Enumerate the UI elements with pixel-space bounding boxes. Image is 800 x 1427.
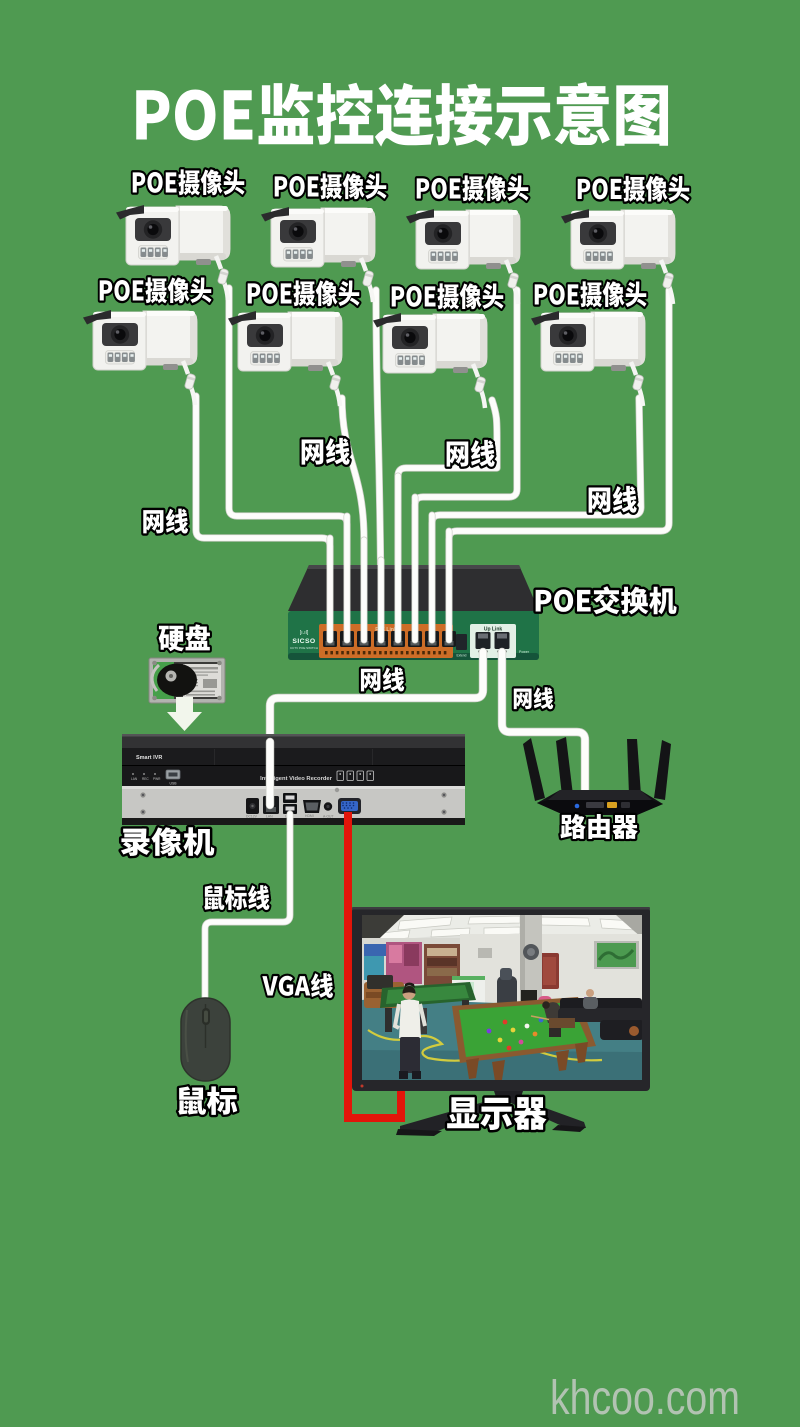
svg-text:REC: REC [142,777,149,781]
svg-text:[ı.ıl]: [ı.ıl] [300,630,309,636]
svg-text:DC12V: DC12V [246,815,258,819]
svg-text:LAN: LAN [266,815,273,819]
svg-text:HDMI: HDMI [305,814,314,818]
svg-text:USB: USB [170,782,178,786]
svg-text:LAN: LAN [131,777,138,781]
svg-text:PWR: PWR [153,777,161,781]
svg-text:khcoo.com: khcoo.com [550,1372,740,1422]
svg-text:Extend: Extend [457,654,467,658]
svg-text:SICSO: SICSO [292,638,315,645]
svg-text:CCTV POE SWITCH: CCTV POE SWITCH [290,646,318,650]
svg-text:Smart IVR: Smart IVR [136,755,162,761]
svg-text:Intelligent Video Recorder: Intelligent Video Recorder [260,776,332,782]
svg-text:Up Link: Up Link [484,627,503,633]
svg-text:PoE Link: PoE Link [375,627,397,633]
svg-text:Power: Power [519,650,530,654]
svg-text:A-OUT: A-OUT [323,815,334,819]
